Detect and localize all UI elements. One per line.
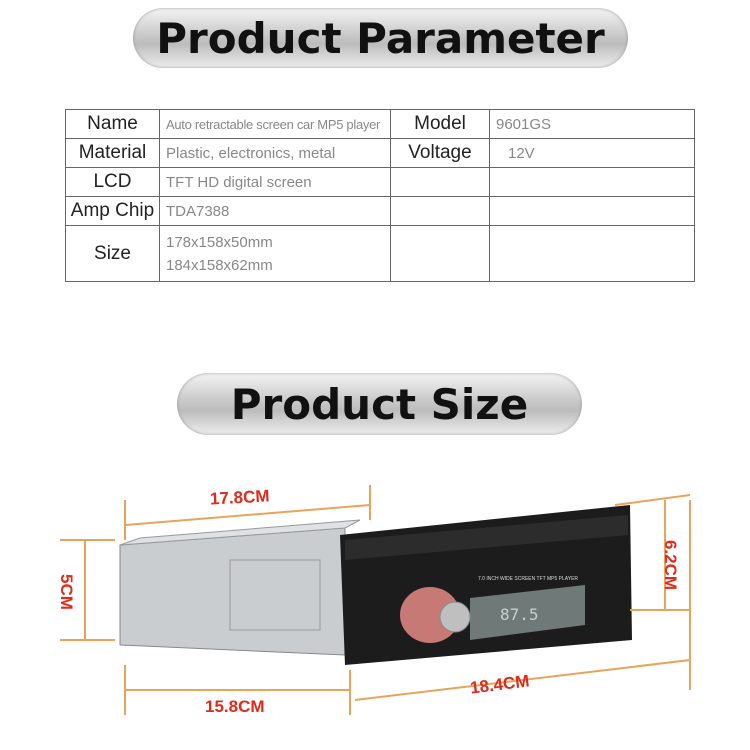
display-text: 87.5: [500, 605, 539, 624]
label-model: Model: [390, 109, 490, 139]
label-voltage: Voltage: [390, 138, 490, 168]
label-lcd: LCD: [65, 167, 160, 197]
empty-cell: [390, 167, 490, 197]
chassis-bracket: [229, 559, 321, 631]
table-row: Size 178x158x50mm 184x158x62mm: [65, 225, 695, 282]
dimension-lines: [60, 485, 691, 715]
value-size: 178x158x50mm 184x158x62mm: [159, 225, 391, 282]
value-lcd: TFT HD digital screen: [159, 167, 391, 197]
dim-label-bottom-left: 15.8CM: [205, 697, 265, 716]
label-size: Size: [65, 225, 160, 282]
value-voltage: 12V: [489, 138, 695, 168]
red-buttons: [400, 587, 460, 643]
label-amp-chip: Amp Chip: [65, 196, 160, 226]
faceplate-text: 7.0 INCH WIDE SCREEN TFT MP5 PLAYER: [478, 576, 578, 582]
empty-cell: [489, 225, 695, 282]
product-size-heading: Product Size: [177, 373, 582, 435]
size-line-1: 178x158x50mm: [166, 233, 273, 251]
label-name: Name: [65, 109, 160, 139]
value-material: Plastic, electronics, metal: [159, 138, 391, 168]
chassis-top: [119, 519, 361, 546]
size-line-2: 184x158x62mm: [166, 256, 273, 274]
screen-housing: [345, 515, 628, 560]
volume-knob-icon: [439, 601, 471, 633]
value-amp-chip: TDA7388: [159, 196, 391, 226]
dim-label-right: 6.2CM: [661, 539, 681, 591]
value-model: 9601GS: [489, 109, 695, 139]
display-window: [470, 585, 585, 640]
chassis-side: [119, 527, 346, 656]
dim-label-left: 5CM: [56, 574, 76, 610]
product-parameter-heading: Product Parameter: [133, 8, 628, 68]
dim-label-top: 17.8CM: [209, 486, 270, 509]
